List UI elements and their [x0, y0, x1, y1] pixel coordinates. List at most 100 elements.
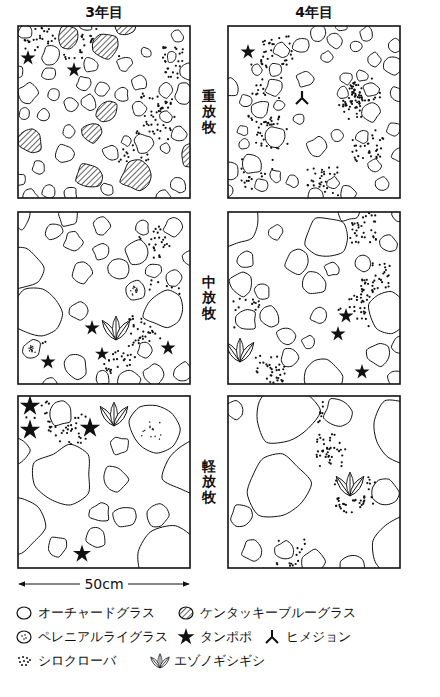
- clover-dot: [356, 106, 358, 108]
- clover-dot: [262, 41, 264, 43]
- clover-dot: [364, 282, 366, 284]
- clover-dot: [371, 214, 373, 216]
- clover-dot: [141, 335, 143, 337]
- clover-dot: [116, 358, 118, 360]
- grass-clump: [308, 188, 323, 198]
- grass-clump: [64, 98, 78, 112]
- clover-dot: [73, 57, 75, 59]
- clover-dot: [147, 331, 149, 333]
- clover-dot: [362, 301, 364, 303]
- clover-dot: [251, 119, 253, 121]
- dandelion-star: [354, 364, 369, 378]
- clover-dot: [382, 138, 384, 140]
- clover-dot: [152, 130, 154, 132]
- clover-dot: [364, 236, 366, 238]
- clover-dot: [260, 84, 262, 86]
- clover-dot: [359, 96, 361, 98]
- clover-dot: [164, 61, 166, 63]
- clover-dot: [142, 330, 144, 332]
- clover-dot: [333, 434, 335, 436]
- clover-dot: [361, 317, 363, 319]
- ryegrass-texture: [135, 291, 137, 293]
- clover-dot: [333, 447, 335, 449]
- clover-dot: [364, 311, 366, 313]
- clover-dot: [142, 338, 144, 340]
- grass-clump: [18, 247, 44, 289]
- clover-dot: [372, 281, 374, 283]
- clover-dot: [338, 504, 340, 506]
- grass-clump: [171, 178, 186, 193]
- clover-dot: [360, 116, 362, 118]
- grass-clump: [324, 262, 339, 275]
- clover-dot: [265, 363, 267, 365]
- clover-dot: [148, 243, 150, 245]
- clover-dot: [369, 241, 371, 243]
- clover-dot: [351, 151, 353, 153]
- grass-clump: [115, 87, 128, 101]
- clover-dot: [255, 357, 257, 359]
- clover-dot: [373, 279, 375, 281]
- clover-dot: [171, 98, 173, 100]
- clover-dot: [154, 119, 156, 121]
- clover-dot: [317, 450, 319, 452]
- clover-dot: [370, 229, 372, 231]
- clover-dot: [278, 37, 280, 39]
- grass-clump: [92, 34, 118, 59]
- clover-dot: [283, 372, 285, 374]
- clover-dot: [149, 97, 151, 99]
- clover-dot: [363, 496, 365, 498]
- clover-dot: [292, 564, 294, 566]
- dandelion-star: [40, 354, 55, 368]
- grass-clump: [257, 396, 321, 443]
- dandelion-star: [95, 347, 109, 360]
- clover-dot: [80, 442, 82, 444]
- clover-dot: [358, 103, 360, 105]
- clover-dot: [134, 339, 136, 341]
- grass-clump: [76, 164, 103, 187]
- clover-dot: [159, 228, 161, 230]
- clover-dot: [48, 403, 50, 405]
- legend-symbol: [14, 628, 34, 646]
- clover-dot: [112, 353, 114, 355]
- clover-dot: [45, 401, 47, 403]
- clover-dot: [351, 94, 353, 96]
- clover-dot: [277, 147, 279, 149]
- grass-clump: [269, 63, 281, 76]
- clover-dot: [259, 355, 261, 357]
- clover-dot: [271, 368, 273, 370]
- clover-dot: [371, 496, 373, 498]
- clover-dot: [366, 294, 368, 296]
- quadrat: [218, 19, 404, 205]
- quadrat: [0, 395, 218, 594]
- grass-clump: [327, 177, 340, 189]
- grass-clump: [129, 405, 180, 453]
- clover-dot: [124, 358, 126, 360]
- clover-dot: [376, 149, 378, 151]
- clover-dot: [266, 378, 268, 380]
- grass-clump: [260, 306, 279, 327]
- clover-dot: [164, 54, 166, 56]
- grass-clump: [237, 251, 253, 267]
- clover-dot: [260, 172, 262, 174]
- clover-dot: [262, 56, 264, 58]
- clover-dot: [34, 417, 36, 419]
- clover-dot: [342, 503, 344, 505]
- clover-dot: [339, 442, 341, 444]
- clover-dot: [276, 356, 278, 358]
- clover-dot: [360, 94, 362, 96]
- grass-clump: [391, 148, 400, 161]
- clover-dot: [168, 245, 170, 247]
- grass-clump: [18, 288, 63, 336]
- grass-clump: [281, 348, 299, 366]
- clover-dot: [354, 232, 356, 234]
- clover-dot: [318, 434, 320, 436]
- grass-clump: [59, 26, 78, 49]
- clover-dot: [259, 132, 261, 134]
- clover-dot: [246, 180, 248, 182]
- clover-dot: [67, 425, 69, 427]
- clover-dot: [361, 279, 363, 281]
- ryegrass-texture: [144, 430, 146, 432]
- clover-dot: [337, 498, 339, 500]
- clover-dot: [316, 438, 318, 440]
